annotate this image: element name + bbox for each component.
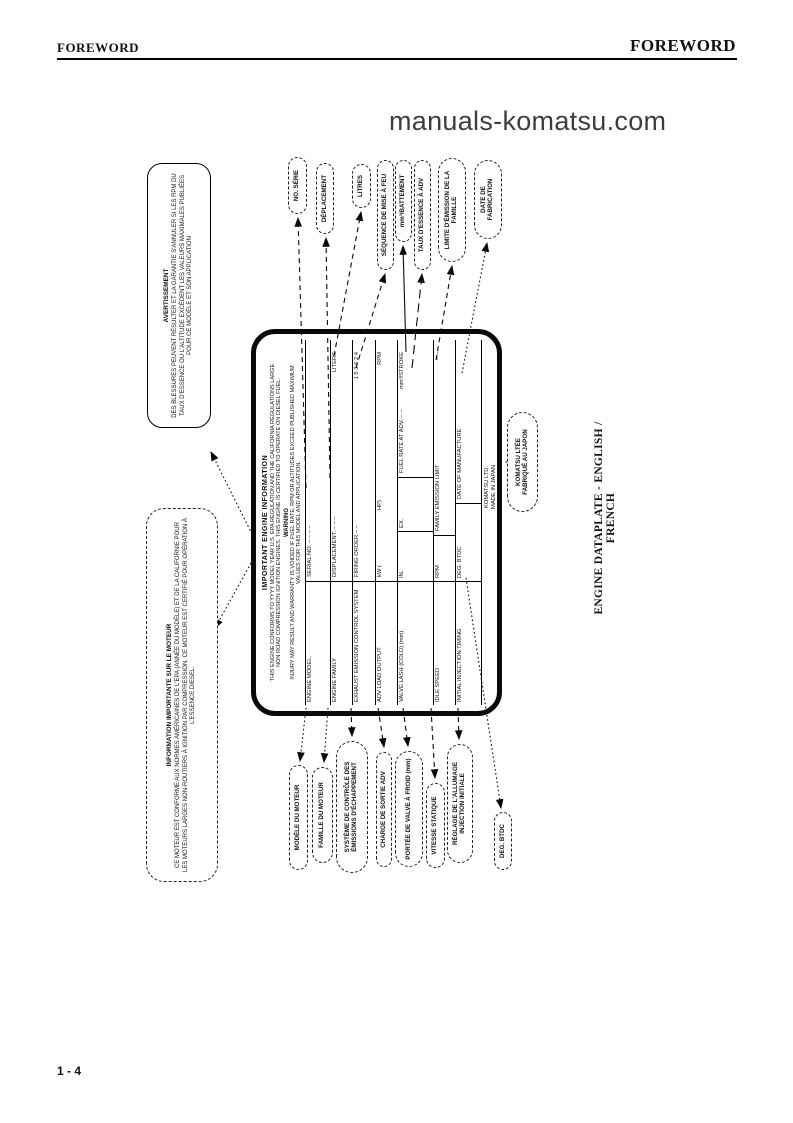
french-warning-box: AVERTISSEMENT DES BLESSURES PEUVENT RÉSU… <box>147 163 211 428</box>
caption-engine-dataplate: ENGINE DATAPLATE - ENGLISH / FRENCH <box>593 421 617 615</box>
callout-no-serie: NO. SÉRIE <box>288 157 307 214</box>
callout-charge-sortie-adv: CHARGE DE SORTIE ADV <box>376 752 392 867</box>
callout-portee-valve-froid: PORTÉE DE VALVE À FROID (mm) <box>395 751 423 867</box>
callout-vitesse-statique: VITESSE STATIQUE <box>426 783 445 868</box>
callout-taux-essence-adv: TAUX D'ESSENCE À ADV <box>414 160 431 270</box>
callout-modele-moteur: MODÈLE DU MOTEUR <box>289 765 308 870</box>
french-warning-body: DES BLESSURES PEUVENT RÉSULTER ET LA GAR… <box>172 173 194 418</box>
french-warning-title: AVERTISSEMENT <box>162 268 170 323</box>
callout-litres: LITRES <box>352 164 371 208</box>
callout-deplacement: DÉPLACEMENT <box>316 163 334 234</box>
watermark-text: manuals-komatsu.com <box>389 106 667 136</box>
header-left: FOREWORD <box>57 40 139 55</box>
callout-famille-moteur: FAMILLE DU MOTEUR <box>312 767 333 863</box>
page-number: 1 - 4 <box>57 1064 82 1078</box>
callout-deg-btdc: DEG. BTDC <box>494 812 512 870</box>
callout-sequence-de-mise-a-feu: SÉQUENCE DE MISE À FEU <box>377 160 394 270</box>
french-info-body: CE MOTEUR EST CONFORME AUX NORMES AMÉRIC… <box>175 518 197 872</box>
french-info-box: INFORMATION IMPORTANTE SUR LE MOTEUR CE … <box>146 508 218 882</box>
callout-systeme-controle-emissions: SYSTÈME DE CONTRÔLE DES ÉMISSIONS D'ÉCHA… <box>336 741 368 873</box>
callout-komatsu-line2: FABRIQUÉ AU JAPON <box>521 429 529 495</box>
callout-date-fabrication: DATE DE FABRICATION <box>474 160 502 239</box>
french-info-title: INFORMATION IMPORTANTE SUR LE MOTEUR <box>165 623 173 767</box>
header-right: FOREWORD <box>630 36 736 55</box>
callout-reglage-allumage-injection: RÉGLAGE DE L'ALLUMAGE INJECTION INITIALE <box>447 744 473 863</box>
header-rule <box>57 58 737 61</box>
annotation-arrows <box>210 210 537 810</box>
dataplate-diagram: AVERTISSEMENT DES BLESSURES PEUVENT RÉSU… <box>140 148 650 908</box>
dataplate-diagram-rotated: AVERTISSEMENT DES BLESSURES PEUVENT RÉSU… <box>140 148 650 908</box>
callout-komatsu-ltee: KOMATSU LTÉE FABRIQUÉ AU JAPON <box>507 412 538 512</box>
callout-limite-emission-famille: LIMITE D'ÉMISSION DE LA FAMILLE <box>438 158 466 262</box>
callout-mm3-battement: mm³/BATTEMENT <box>395 160 412 242</box>
